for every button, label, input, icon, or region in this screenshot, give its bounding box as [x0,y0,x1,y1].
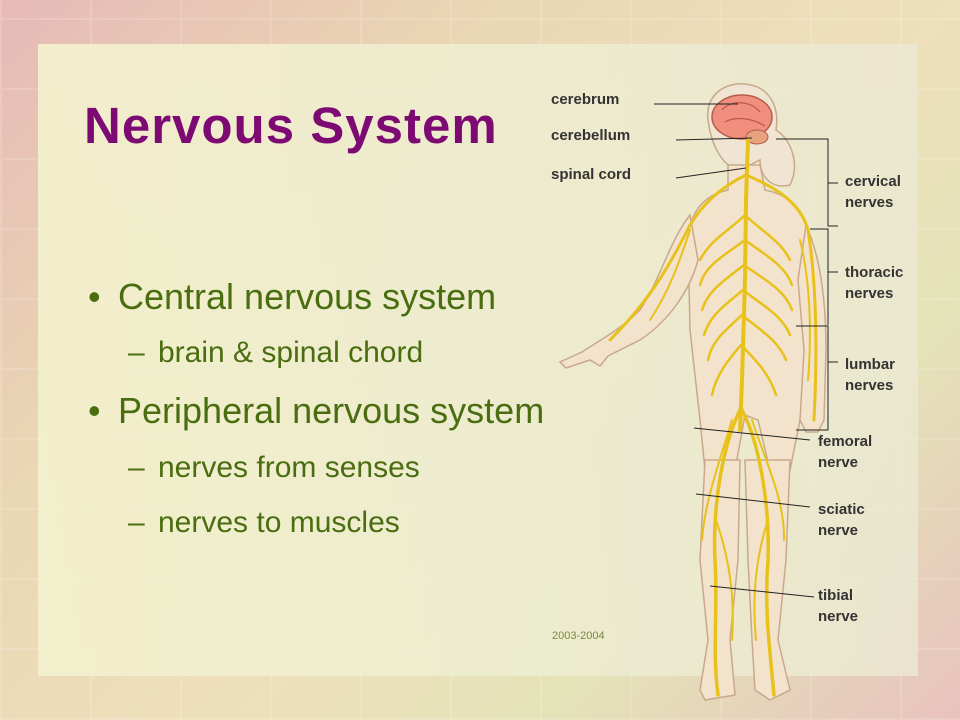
brain-illustration [711,94,773,145]
label-lumbar-nerves: lumbar nerves [845,354,895,396]
bullet-peripheral-text: Peripheral nervous system [118,390,545,431]
leader-lines [654,103,838,598]
label-thoracic-line1: thoracic [845,264,904,281]
sub-muscles-text: nerves to muscles [158,506,400,539]
year-footer: 2003-2004 [552,630,605,642]
label-cervical-line2: nerves [845,194,894,211]
label-thoracic-line2: nerves [845,285,894,302]
label-cervical-line1: cervical [845,173,901,190]
label-cervical-nerves: cervical nerves [845,171,901,213]
bullet-central-text: Central nervous system [118,276,497,317]
body-silhouette [558,83,827,701]
label-tibial-line2: nerve [818,608,859,625]
nerve-network [608,138,818,697]
label-spinal-cord: spinal cord [551,166,632,183]
label-cerebrum: cerebrum [551,91,620,108]
label-sciatic-line2: nerve [818,522,859,539]
label-sciatic-line1: sciatic [818,501,865,518]
label-femoral-nerve: femoral nerve [818,431,872,473]
sub-senses-text: nerves from senses [158,451,420,484]
label-tibial-nerve: tibial nerve [818,585,858,627]
sub-muscles: –nerves to muscles [128,506,400,539]
label-femoral-line2: nerve [818,454,859,471]
label-lumbar-line1: lumbar [845,356,896,373]
slide-title: Nervous System [84,97,498,154]
label-sciatic-nerve: sciatic nerve [818,499,865,541]
sub-brain-text: brain & spinal chord [158,336,424,369]
label-femoral-line1: femoral [818,433,873,450]
label-cerebellum: cerebellum [551,127,631,144]
sub-senses: –nerves from senses [128,451,420,484]
sub-brain: –brain & spinal chord [128,336,424,369]
label-thoracic-nerves: thoracic nerves [845,262,903,304]
label-lumbar-line2: nerves [845,377,894,394]
label-tibial-line1: tibial [818,587,854,604]
bullet-central: •Central nervous system [88,276,497,317]
bullet-peripheral: •Peripheral nervous system [88,390,545,431]
